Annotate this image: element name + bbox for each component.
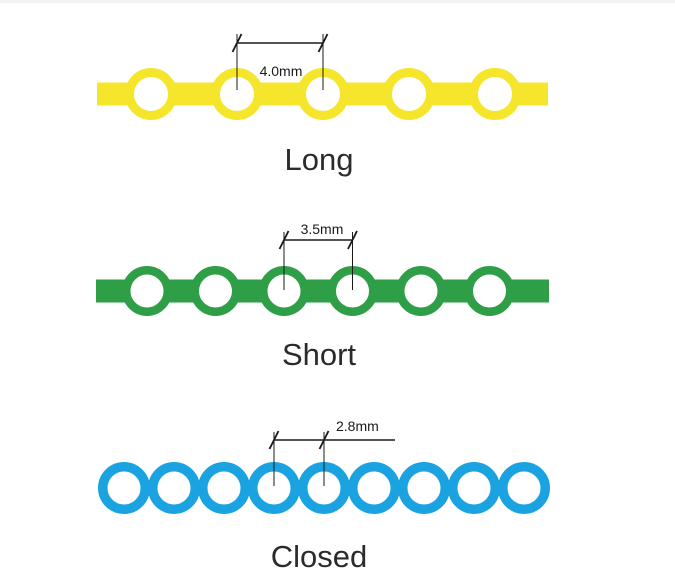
chain-short-dimension-tick bbox=[347, 230, 358, 250]
chain-long-ring bbox=[469, 68, 521, 120]
chain-closed-ring bbox=[398, 462, 450, 514]
chain-closed-label: Closed bbox=[271, 539, 368, 574]
chain-long-rings bbox=[97, 68, 548, 120]
chain-short-ring bbox=[396, 266, 446, 316]
chain-long-measurement-label: 4.0mm bbox=[260, 63, 303, 79]
chain-long-ring bbox=[125, 68, 177, 120]
chain-closed-ring bbox=[148, 462, 200, 514]
chain-long-dimension-tick bbox=[317, 33, 329, 53]
chain-short-ring bbox=[464, 266, 515, 316]
chain-closed-ring bbox=[448, 462, 500, 514]
chain-closed-dimension-tick bbox=[318, 430, 330, 450]
chain-long: 4.0mm Long bbox=[97, 33, 548, 177]
chain-closed-ring bbox=[98, 462, 150, 514]
chain-long-ring bbox=[383, 68, 435, 120]
chain-long-measurement bbox=[231, 33, 329, 90]
chain-closed: 2.8mm Closed bbox=[98, 418, 550, 574]
chain-short-rings bbox=[96, 266, 549, 316]
chain-closed-ring bbox=[348, 462, 400, 514]
chain-closed-measurement-label: 2.8mm bbox=[336, 418, 379, 434]
chain-closed-ring bbox=[198, 462, 250, 514]
chain-short-measurement bbox=[278, 230, 358, 290]
chain-closed-ring bbox=[498, 462, 550, 514]
chain-short: 3.5mm Short bbox=[96, 221, 549, 372]
chain-closed-measurement bbox=[268, 430, 395, 486]
chain-short-ring bbox=[190, 266, 241, 316]
top-border bbox=[0, 0, 675, 3]
chain-short-label: Short bbox=[282, 337, 356, 372]
chain-closed-rings bbox=[98, 462, 550, 514]
chain-long-label: Long bbox=[285, 142, 354, 177]
chain-short-ring bbox=[122, 266, 172, 316]
chain-closed-dimension-tick bbox=[268, 430, 280, 450]
chain-long-dimension-tick bbox=[231, 33, 243, 53]
chain-short-measurement-label: 3.5mm bbox=[301, 221, 344, 237]
chain-short-dimension-tick bbox=[278, 230, 290, 250]
